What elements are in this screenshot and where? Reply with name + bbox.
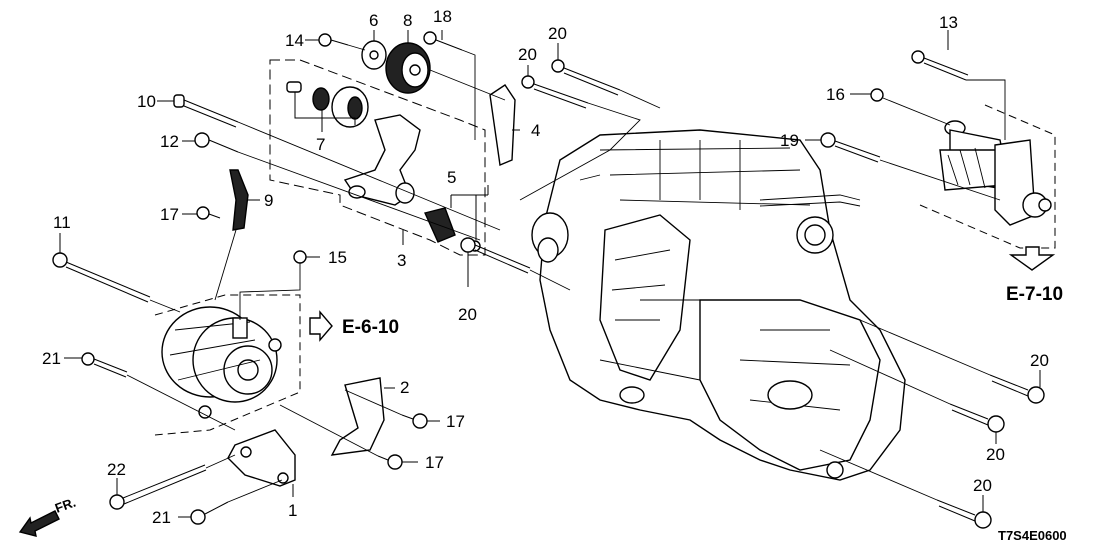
callout-3[interactable]: 3 (397, 251, 406, 270)
callout-16[interactable]: 16 (826, 85, 845, 104)
reference-e-7-10[interactable]: E-7-10 (1006, 246, 1063, 305)
alternator-group-outline (154, 294, 301, 436)
callout-21[interactable]: 21 (42, 349, 61, 368)
callout-10[interactable]: 10 (137, 92, 156, 111)
callout-17[interactable]: 17 (425, 453, 444, 472)
callout-5[interactable]: 5 (447, 168, 456, 187)
right-arrow-icon (309, 310, 333, 342)
callout-11[interactable]: 11 (53, 213, 71, 232)
callout-7[interactable]: 7 (316, 135, 325, 154)
callout-12[interactable]: 12 (160, 132, 179, 151)
callout-17[interactable]: 17 (160, 205, 179, 224)
callout-4[interactable]: 4 (531, 121, 540, 140)
idler-pulley-7 (286, 81, 369, 128)
callout-8[interactable]: 8 (403, 11, 412, 30)
engine-assembly (531, 129, 906, 481)
down-arrow-icon (1008, 246, 1056, 271)
callout-20[interactable]: 20 (458, 305, 477, 324)
starter-group-outline (919, 104, 1056, 249)
callout-20[interactable]: 20 (548, 24, 567, 43)
callout-14[interactable]: 14 (285, 31, 304, 50)
callout-20[interactable]: 20 (973, 476, 992, 495)
bracket-2 (330, 377, 385, 456)
bracket-9 (229, 169, 249, 231)
reference-label[interactable]: E-7-10 (1006, 284, 1063, 305)
callout-15[interactable]: 15 (328, 248, 347, 267)
bracket-1 (227, 429, 296, 487)
tensioner-group-outline (269, 59, 486, 256)
bracket-4 (489, 84, 516, 166)
callout-17[interactable]: 17 (446, 412, 465, 431)
reference-e-6-10[interactable]: E-6-10 (309, 310, 399, 342)
callout-22[interactable]: 22 (107, 460, 126, 479)
callout-18[interactable]: 18 (433, 7, 452, 26)
auto-tensioner (343, 114, 481, 252)
diagram-code: T7S4E0600 (998, 528, 1067, 543)
bolts (52, 31, 1045, 529)
front-label: FR. (53, 495, 78, 516)
callout-13[interactable]: 13 (939, 13, 958, 32)
starter-motor (939, 120, 1052, 226)
callout-9[interactable]: 9 (264, 191, 273, 210)
callout-6[interactable]: 6 (369, 11, 378, 30)
callout-21[interactable]: 21 (152, 508, 171, 527)
callout-leaders (59, 30, 1041, 518)
callout-2[interactable]: 2 (400, 378, 409, 397)
leader-lines (126, 44, 1006, 503)
callout-labels: 14 6 8 18 10 12 7 9 17 11 15 4 5 3 20 20… (42, 7, 1049, 527)
alternator (161, 306, 282, 419)
callout-19[interactable]: 19 (780, 131, 799, 150)
front-indicator: FR. (18, 495, 78, 537)
front-arrow-icon (18, 510, 60, 537)
callout-20[interactable]: 20 (518, 45, 537, 64)
reference-label[interactable]: E-6-10 (342, 317, 399, 338)
idler-pulley-8 (361, 40, 431, 94)
callout-20[interactable]: 20 (986, 445, 1005, 464)
callout-20[interactable]: 20 (1030, 351, 1049, 370)
callout-1[interactable]: 1 (288, 501, 297, 520)
